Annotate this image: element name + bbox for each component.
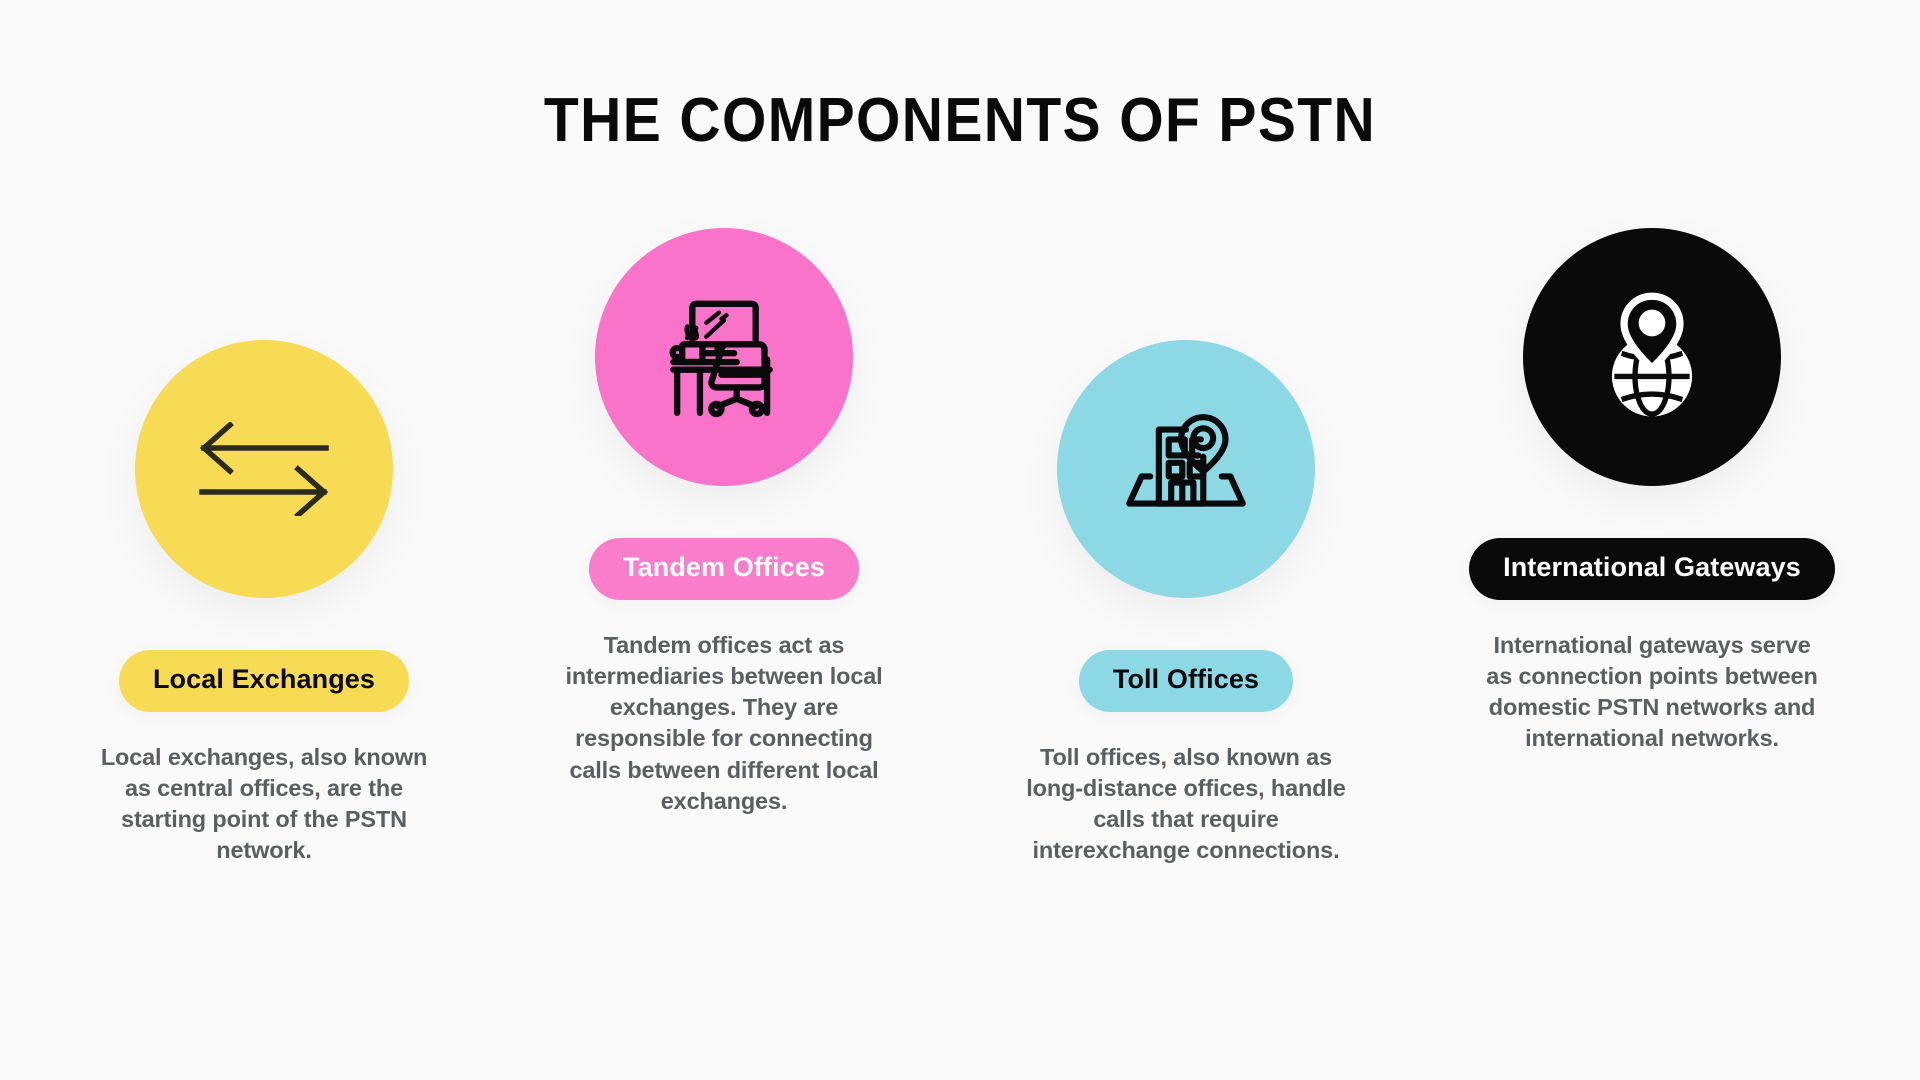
- pill-label: Tandem Offices: [623, 552, 825, 582]
- description-tandem-offices: Tandem offices act as intermediaries bet…: [565, 631, 883, 814]
- pill-local-exchanges[interactable]: Local Exchanges: [118, 650, 410, 712]
- pill-label: Local Exchanges: [152, 664, 376, 694]
- pill-toll-offices[interactable]: Toll Offices: [1078, 650, 1294, 712]
- pill-tandem-offices[interactable]: Tandem Offices: [589, 538, 859, 600]
- globe-location-pin-icon: [1591, 289, 1713, 425]
- icon-circle-tandem-offices: [595, 228, 853, 486]
- pill-label: International Gateways: [1503, 552, 1801, 582]
- pill-international-gateways[interactable]: International Gateways: [1469, 538, 1835, 600]
- description-toll-offices: Toll offices, also known as long-distanc…: [1026, 743, 1346, 864]
- icon-circle-international-gateways: [1523, 228, 1781, 486]
- pill-label: Toll Offices: [1112, 664, 1260, 694]
- card-toll-offices[interactable]: Toll Offices Toll offices, also known as…: [986, 340, 1386, 867]
- office-desk-icon: [648, 281, 800, 433]
- icon-circle-local-exchanges: [135, 340, 393, 598]
- card-international-gateways[interactable]: International Gateways International gat…: [1452, 228, 1852, 755]
- two-way-arrows-icon: [198, 422, 330, 516]
- card-local-exchanges[interactable]: Local Exchanges Local exchanges, also kn…: [64, 340, 464, 867]
- description-international-gateways: International gateways serve as connecti…: [1486, 631, 1818, 752]
- description-local-exchanges: Local exchanges, also known as central o…: [100, 743, 428, 864]
- card-tandem-offices[interactable]: Tandem Offices Tandem offices act as int…: [524, 228, 924, 817]
- page-title: THE COMPONENTS OF PSTN: [543, 86, 1377, 155]
- icon-circle-toll-offices: [1057, 340, 1315, 598]
- building-location-pin-icon: [1112, 395, 1260, 543]
